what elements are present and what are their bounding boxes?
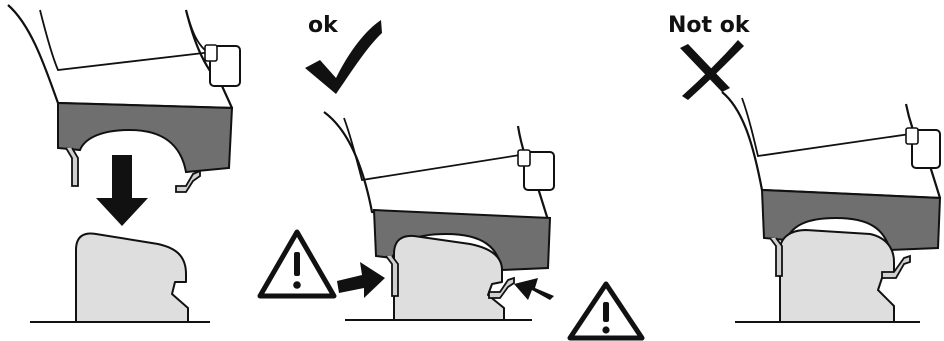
up-left-arrow-icon	[514, 278, 554, 300]
rail-profile	[394, 236, 504, 320]
ok-label: ok	[308, 13, 339, 38]
hook-left	[66, 148, 78, 186]
panel-correct: ok	[260, 13, 642, 338]
down-arrow-icon	[96, 155, 148, 226]
clip-tab	[906, 128, 918, 144]
foot-pad	[58, 103, 232, 172]
panel-incorrect: Not ok	[668, 13, 940, 322]
not-ok-label: Not ok	[668, 13, 751, 38]
panel-placing	[8, 5, 240, 322]
clip-tab	[518, 150, 530, 166]
rail-profile	[76, 234, 188, 322]
hook-left	[386, 256, 398, 296]
warning-triangle-icon	[570, 284, 642, 338]
rail-profile	[780, 230, 894, 322]
foot-body	[8, 5, 232, 108]
clip-tab	[205, 45, 217, 61]
cross-icon	[680, 40, 744, 100]
warning-triangle-icon	[260, 232, 334, 296]
right-arrow-icon	[337, 262, 385, 298]
hook-left	[770, 238, 782, 276]
hook-right	[176, 171, 200, 192]
